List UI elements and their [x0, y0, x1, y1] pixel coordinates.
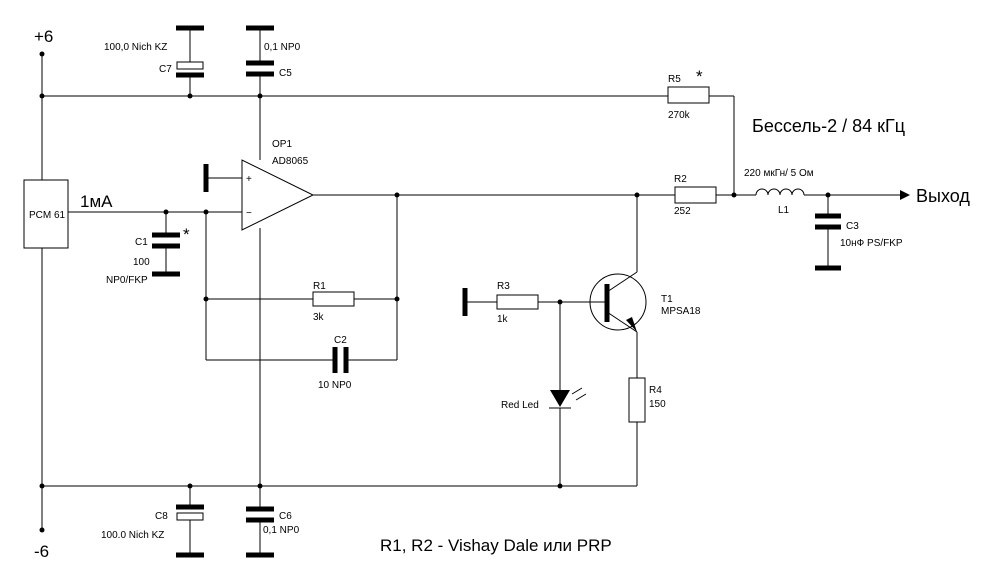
l1-value-label: 220 мкГн/ 5 Ом: [744, 168, 814, 179]
resistor-r5: [667, 86, 735, 195]
r2-value-label: 252: [674, 206, 691, 217]
resistor-r4: [628, 332, 646, 486]
r5-ref-label: R5: [668, 74, 681, 85]
capacitor-c1: [152, 212, 180, 277]
c8-value-label: 100.0 Nich KZ: [101, 530, 164, 541]
c1-value-label: 100: [133, 257, 150, 268]
c8-ref-label: C8: [155, 511, 168, 522]
r3-ref-label: R3: [497, 281, 510, 292]
capacitor-c2: [206, 347, 397, 373]
resistor-r3: [462, 288, 560, 316]
c5-value-label: 0,1 NP0: [264, 42, 301, 53]
transistor-t1: [560, 271, 647, 333]
capacitor-c3: [815, 195, 841, 271]
capacitor-c6: [246, 228, 274, 558]
output-label: Выход: [916, 186, 970, 206]
c1-ref-label: C1: [135, 237, 148, 248]
output-arrow: [900, 190, 910, 200]
opamp-ref-label: OP1: [272, 139, 292, 150]
c7-ref-label: C7: [159, 64, 172, 75]
r4-ref-label: R4: [649, 385, 662, 396]
rail-pos-label: +6: [34, 27, 53, 46]
led: [549, 302, 587, 486]
filter-note: Бессель-2 / 84 кГц: [752, 116, 905, 136]
c2-ref-label: C2: [334, 335, 347, 346]
l1-ref-label: L1: [778, 205, 790, 216]
c7-value-label: 100,0 Nich KZ: [104, 42, 167, 53]
t1-part-label: MPSA18: [661, 306, 701, 317]
c3-ref-label: C3: [846, 221, 859, 232]
opamp-op1: [203, 159, 315, 231]
c6-ref-label: C6: [279, 511, 292, 522]
led-label: Red Led: [501, 400, 539, 411]
r1-value-label: 3k: [313, 312, 325, 323]
r2-ref-label: R2: [674, 174, 687, 185]
capacitor-c7: [176, 25, 204, 96]
r5-value-label: 270k: [668, 110, 691, 121]
pcm61-label: PCM 61: [29, 210, 66, 221]
rail-neg-label: -6: [34, 542, 49, 561]
c3-value-label: 10нФ PS/FKP: [840, 238, 903, 249]
c1-asterisk: *: [183, 225, 190, 244]
current-label: 1мА: [80, 192, 113, 211]
c6-value-label: 0,1 NP0: [263, 525, 300, 536]
resistor-r2: [637, 186, 756, 204]
resistor-r1: [206, 291, 397, 307]
capacitor-c8: [176, 486, 204, 558]
r3-value-label: 1k: [497, 314, 509, 325]
capacitor-c5: [246, 25, 274, 160]
c2-value-label: 10 NP0: [318, 380, 352, 391]
r5-asterisk: *: [696, 67, 703, 86]
positive-rail: [39, 51, 668, 180]
opamp-minus-label: −: [246, 208, 252, 219]
r1-ref-label: R1: [313, 281, 326, 292]
pcm61-block: [23, 179, 69, 249]
opamp-plus-label: +: [246, 174, 252, 185]
t1-ref-label: T1: [661, 294, 673, 305]
inductor-l1: [755, 188, 900, 196]
c1-type-label: NP0/FKP: [106, 275, 148, 286]
r4-value-label: 150: [649, 399, 666, 410]
footnote: R1, R2 - Vishay Dale или PRP: [380, 536, 612, 555]
c5-ref-label: C5: [279, 68, 292, 79]
opamp-part-label: AD8065: [272, 156, 309, 167]
